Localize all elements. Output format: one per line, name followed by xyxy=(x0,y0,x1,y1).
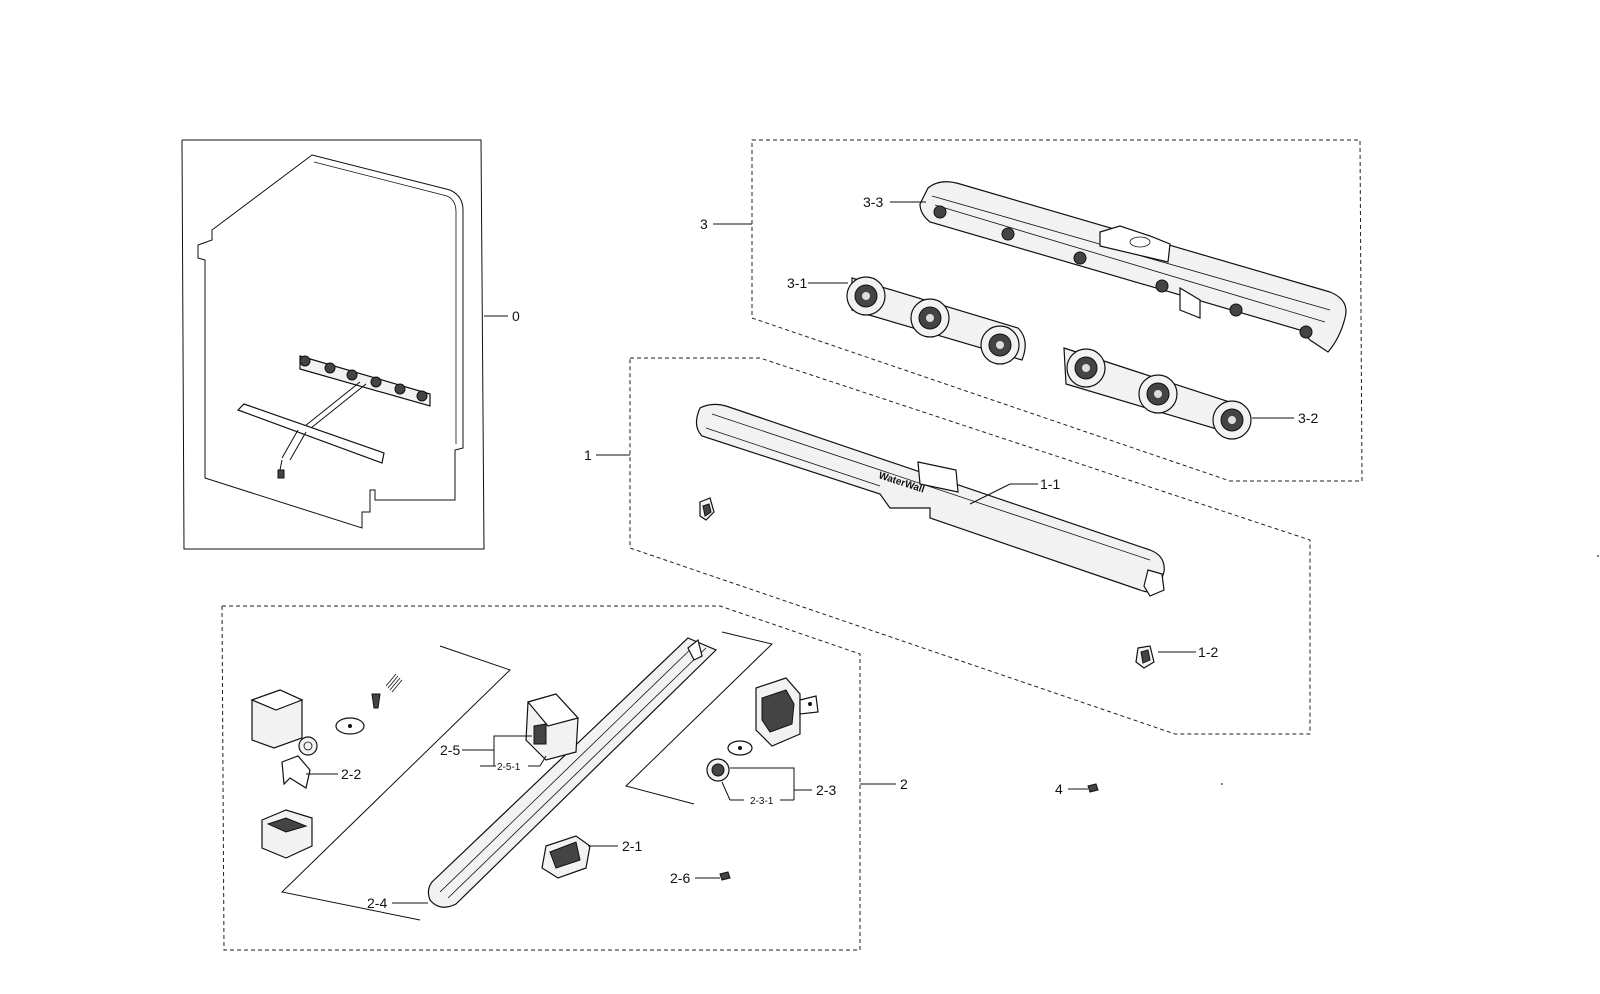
stray-dot xyxy=(1221,783,1223,785)
part-1-2-clip-left xyxy=(699,497,715,521)
nozzle-wheel xyxy=(1066,348,1106,388)
stray-dot xyxy=(1597,555,1599,557)
assembly-0-frame xyxy=(181,139,508,550)
nozzle-wheel xyxy=(980,325,1020,365)
part-3-2-nozzle-bar xyxy=(1063,347,1252,440)
callout-2-6: 2-6 xyxy=(670,870,690,886)
leader-1-1 xyxy=(969,483,1011,505)
callout-3: 3 xyxy=(700,216,708,232)
part-2-5-connector xyxy=(525,693,580,761)
callout-3-2: 3-2 xyxy=(1298,410,1318,426)
part-nut-small xyxy=(298,736,318,756)
callout-1-1: 1-1 xyxy=(1040,476,1060,492)
part-bracket-right xyxy=(755,677,819,747)
part-2-4-guide-rail xyxy=(427,637,718,908)
leader-2-5-1-stem xyxy=(493,750,496,767)
part-4-screw xyxy=(1087,783,1099,793)
assembly-1-frame xyxy=(596,357,1311,735)
callout-2-5: 2-5 xyxy=(440,742,460,758)
part-screw xyxy=(371,693,381,709)
callout-4: 4 xyxy=(1055,781,1063,797)
part-2-2-clip xyxy=(281,755,311,789)
part-spring xyxy=(385,673,403,693)
assembly-2-frame xyxy=(221,605,896,951)
part-cap-lower xyxy=(261,809,313,859)
callout-3-3: 3-3 xyxy=(863,194,883,210)
part-cap-upper xyxy=(250,689,304,749)
callout-1: 1 xyxy=(584,447,592,463)
leader-2-5-1c xyxy=(539,755,547,767)
callout-2-3: 2-3 xyxy=(816,782,836,798)
rail-plate-left xyxy=(280,645,511,921)
nozzle-wheel xyxy=(1138,374,1178,414)
nozzle-wheel xyxy=(1212,400,1252,440)
part-washer xyxy=(335,717,365,735)
callout-0: 0 xyxy=(512,308,520,324)
callout-1-2: 1-2 xyxy=(1198,644,1218,660)
nozzle-wheel xyxy=(910,298,950,338)
nozzle-wheel xyxy=(846,276,886,316)
part-2-3-nut xyxy=(706,758,730,782)
part-2-1-slider xyxy=(541,835,591,879)
part-3-3-manifold xyxy=(919,181,1347,353)
tub-outline xyxy=(197,154,464,529)
part-1-1-waterwall-bar: WaterWall xyxy=(695,403,1165,597)
callout-2: 2 xyxy=(900,776,908,792)
part-2-6-screw xyxy=(719,871,731,881)
leader-2-5 xyxy=(462,735,532,751)
callout-2-5-1: 2-5-1 xyxy=(497,762,521,773)
part-washer-right xyxy=(727,740,753,756)
callout-2-4: 2-4 xyxy=(367,895,387,911)
callout-2-2: 2-2 xyxy=(341,766,361,782)
callout-2-3-1: 2-3-1 xyxy=(750,796,774,807)
overview-spray-assembly xyxy=(236,355,431,479)
assembly-3-frame xyxy=(713,139,1363,482)
leader-2-3-1c xyxy=(721,781,731,801)
part-1-2-clip-right xyxy=(1135,645,1155,669)
callout-3-1: 3-1 xyxy=(787,275,807,291)
part-3-1-nozzle-bar xyxy=(846,276,1026,365)
rail-plate-right xyxy=(625,631,773,805)
leader-2-3 xyxy=(730,767,812,791)
callout-2-1: 2-1 xyxy=(622,838,642,854)
